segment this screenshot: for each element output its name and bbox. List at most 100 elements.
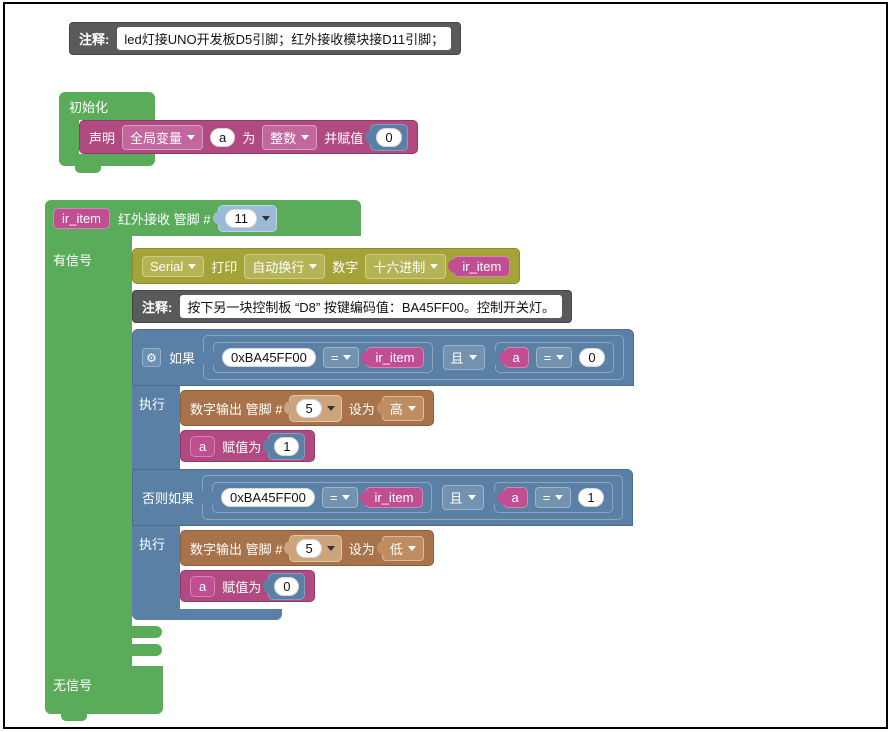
dropdown-arrow-icon: [467, 495, 476, 500]
digital-write-block[interactable]: 数字输出 管脚 # 5 设为 低: [180, 530, 434, 566]
if-row[interactable]: ⚙ 如果 0xBA45FF00 = ir_item: [132, 329, 634, 386]
pin-number-block[interactable]: 11: [218, 204, 277, 232]
dropdown-value: 整数: [270, 130, 297, 146]
logic-operation-block[interactable]: 0xBA45FF00 = ir_item 且: [203, 335, 624, 380]
variable-type-dropdown[interactable]: 整数: [262, 124, 318, 150]
declare-keyword: 声明: [89, 130, 116, 146]
logic-operation-block[interactable]: 0xBA45FF00 = ir_item 且: [202, 475, 623, 520]
dropdown-value: =: [542, 490, 551, 505]
number-value-field[interactable]: 0: [579, 348, 605, 367]
number-value-field[interactable]: 1: [274, 436, 300, 456]
variable-scope-dropdown[interactable]: 全局变量: [122, 124, 204, 150]
hex-value-field[interactable]: 0xBA45FF00: [221, 488, 315, 507]
dropdown-value: 十六进制: [373, 259, 426, 275]
mutator-gear-icon[interactable]: ⚙: [142, 348, 161, 367]
setup-title: 初始化: [69, 99, 109, 115]
newline-dropdown[interactable]: 自动换行: [244, 253, 326, 279]
dropdown-arrow-icon: [407, 545, 416, 551]
assign-keyword: 赋值为: [222, 439, 262, 455]
variable-block[interactable]: a: [190, 435, 216, 457]
set-label: 设为: [348, 401, 375, 417]
variable-block[interactable]: ir_item: [366, 347, 424, 368]
variable-block[interactable]: a: [502, 487, 528, 508]
number-value-field[interactable]: 0: [274, 576, 300, 596]
assign-block[interactable]: a 赋值为 1: [180, 430, 316, 462]
dropdown-arrow-icon: [556, 355, 565, 360]
dropdown-value: 高: [389, 401, 403, 417]
variable-block[interactable]: ir_item: [365, 487, 423, 508]
variable-block[interactable]: a: [190, 575, 216, 597]
ir-block-header[interactable]: ir_item 红外接收 管脚 # 11: [45, 200, 361, 236]
comment-block[interactable]: 注释: led灯接UNO开发板D5引脚；红外接收模块接D11引脚；: [69, 22, 462, 55]
variable-block[interactable]: ir_item: [453, 255, 511, 277]
pin-value-field[interactable]: 11: [225, 208, 257, 228]
declare-assign-label: 并赋值: [324, 130, 364, 146]
ir-receive-label: 红外接收 管脚 #: [118, 211, 211, 227]
logic-op-dropdown[interactable]: 且: [442, 345, 485, 370]
pin-number-block[interactable]: 5: [289, 534, 342, 562]
dropdown-value: 低: [389, 541, 403, 557]
do-keyword: 执行: [139, 537, 166, 552]
level-dropdown[interactable]: 低: [381, 535, 424, 561]
ir-item-variable-block[interactable]: ir_item: [53, 207, 111, 229]
number-value-field[interactable]: 0: [376, 127, 402, 147]
comparison-block[interactable]: a = 1: [493, 482, 613, 513]
comment-block[interactable]: 注释: 按下另一块控制板 “D8” 按键编码值：BA45FF00。控制开关灯。: [132, 290, 572, 323]
statement-connector-notch: [132, 626, 162, 638]
do-section-frame: 执行: [132, 526, 180, 609]
dropdown-arrow-icon: [407, 405, 416, 411]
hex-value-field[interactable]: 0xBA45FF00: [222, 348, 316, 367]
assign-keyword: 赋值为: [222, 579, 262, 595]
serial-port-dropdown[interactable]: Serial: [142, 255, 205, 277]
dropdown-value: 且: [450, 351, 464, 366]
digital-write-label: 数字输出 管脚 #: [190, 541, 283, 557]
dropdown-arrow-icon: [309, 263, 318, 269]
dropdown-value: 全局变量: [130, 130, 183, 146]
pin-value-field[interactable]: 5: [296, 398, 322, 418]
comment-label: 注释:: [79, 32, 110, 47]
if-block-bottom: [132, 609, 282, 620]
number-block[interactable]: 0: [268, 572, 306, 600]
number-block[interactable]: 0: [370, 123, 408, 151]
comparison-block[interactable]: 0xBA45FF00 = ir_item: [213, 342, 433, 373]
variable-name-input[interactable]: a: [210, 127, 236, 147]
setup-block[interactable]: 初始化 声明 全局变量 a 为 整数 并赋值 0: [59, 92, 418, 173]
if-block[interactable]: ⚙ 如果 0xBA45FF00 = ir_item: [132, 329, 634, 620]
comment-label: 注释:: [142, 300, 173, 315]
workspace-canvas[interactable]: 注释: led灯接UNO开发板D5引脚；红外接收模块接D11引脚； 初始化 声明…: [3, 2, 888, 729]
format-dropdown[interactable]: 十六进制: [365, 253, 447, 279]
ir-block-bottom: [45, 702, 163, 721]
setup-header[interactable]: 初始化: [59, 92, 155, 120]
pin-value-field[interactable]: 5: [296, 538, 322, 558]
comment-text-field[interactable]: 按下另一块控制板 “D8” 按键编码值：BA45FF00。控制开关灯。: [180, 295, 562, 318]
level-dropdown[interactable]: 高: [381, 395, 424, 421]
dropdown-arrow-icon: [261, 215, 270, 221]
dropdown-value: 自动换行: [252, 259, 305, 275]
pin-number-block[interactable]: 5: [289, 394, 342, 422]
logic-op-dropdown[interactable]: 且: [441, 485, 484, 510]
elseif-row[interactable]: 否则如果 0xBA45FF00 = ir_item: [132, 469, 633, 526]
serial-print-block[interactable]: Serial 打印 自动换行 数字 十六进制 ir_item: [132, 248, 521, 284]
dropdown-value: =: [329, 490, 338, 505]
dropdown-arrow-icon: [343, 355, 352, 360]
dropdown-arrow-icon: [468, 355, 477, 360]
digital-write-block[interactable]: 数字输出 管脚 # 5 设为 高: [180, 390, 434, 426]
dropdown-value: =: [330, 350, 339, 365]
number-block[interactable]: 1: [268, 432, 306, 460]
declare-variable-block[interactable]: 声明 全局变量 a 为 整数 并赋值 0: [79, 120, 418, 154]
do-section-frame: 执行: [132, 386, 180, 469]
compare-op-dropdown[interactable]: =: [322, 347, 360, 368]
compare-op-dropdown[interactable]: =: [321, 487, 359, 508]
comment-text-field[interactable]: led灯接UNO开发板D5引脚；红外接收模块接D11引脚；: [117, 27, 452, 50]
statement-connector-notch: [132, 644, 162, 656]
comparison-block[interactable]: 0xBA45FF00 = ir_item: [212, 482, 432, 513]
comparison-block[interactable]: a = 0: [494, 342, 614, 373]
variable-block[interactable]: a: [503, 347, 529, 368]
ir-receiver-block[interactable]: ir_item 红外接收 管脚 # 11 有信号 Serial 打印: [45, 200, 634, 721]
declare-as-label: 为: [242, 130, 256, 146]
compare-op-dropdown[interactable]: =: [535, 347, 573, 368]
number-value-field[interactable]: 1: [578, 488, 604, 507]
assign-block[interactable]: a 赋值为 0: [180, 570, 316, 602]
dropdown-arrow-icon: [326, 405, 335, 411]
compare-op-dropdown[interactable]: =: [534, 487, 572, 508]
